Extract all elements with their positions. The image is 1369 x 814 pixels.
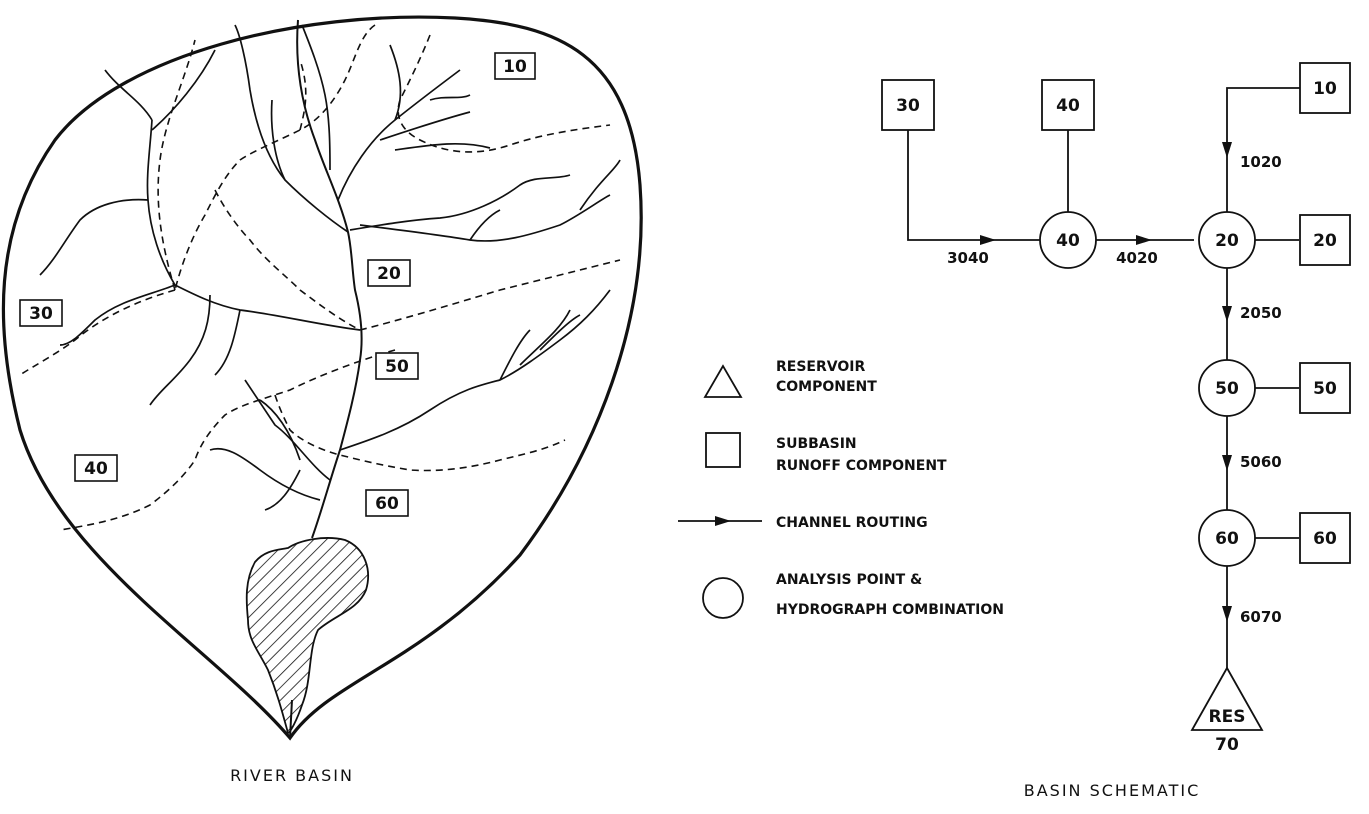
svg-text:70: 70 (1215, 735, 1239, 755)
map-label-40: 40 (74, 454, 118, 482)
svg-text:20: 20 (1313, 231, 1337, 251)
svg-text:10: 10 (1313, 79, 1337, 99)
svg-text:40: 40 (1056, 96, 1080, 116)
svg-text:60: 60 (375, 494, 399, 514)
schematic-subbasin-20: 20 (1299, 214, 1351, 266)
legend: RESERVOIR COMPONENT SUBBASIN RUNOFF COMP… (678, 359, 1004, 619)
subbasin-divides (19, 24, 621, 531)
legend-channel: CHANNEL ROUTING (678, 515, 928, 531)
svg-text:50: 50 (1215, 379, 1239, 399)
schematic-subbasin-60: 60 (1299, 512, 1351, 564)
route-label-4020: 4020 (1116, 249, 1158, 267)
svg-text:ANALYSIS POINT &: ANALYSIS POINT & (776, 572, 922, 588)
schematic-subbasin-40: 40 (1041, 79, 1095, 131)
route-label-2050: 2050 (1240, 304, 1282, 322)
schematic-analysis-point-40: 40 (1039, 211, 1097, 269)
svg-text:40: 40 (84, 459, 108, 479)
tributaries (39, 24, 621, 511)
svg-text:60: 60 (1313, 529, 1337, 549)
svg-text:SUBBASIN: SUBBASIN (776, 436, 857, 452)
schematic-analysis-point-20: 20 (1198, 211, 1256, 269)
schematic-subbasin-30: 30 (881, 79, 935, 131)
svg-text:20: 20 (377, 264, 401, 284)
svg-text:RES: RES (1209, 707, 1246, 727)
svg-text:20: 20 (1215, 231, 1239, 251)
route-label-6070: 6070 (1240, 608, 1282, 626)
river-basin-map: 10 20 30 40 50 60 RIVER BASIN (1, 15, 643, 785)
basin-schematic-caption: BASIN SCHEMATIC (1024, 781, 1201, 800)
river-basin-caption: RIVER BASIN (230, 766, 354, 785)
svg-text:50: 50 (385, 357, 409, 377)
legend-subbasin: SUBBASIN RUNOFF COMPONENT (705, 432, 947, 474)
legend-analysis: ANALYSIS POINT & HYDROGRAPH COMBINATION (702, 572, 1004, 619)
svg-text:10: 10 (503, 57, 527, 77)
map-label-30: 30 (19, 299, 63, 327)
route-label-1020: 1020 (1240, 153, 1282, 171)
route-label-3040: 3040 (947, 249, 989, 267)
legend-reservoir: RESERVOIR COMPONENT (703, 359, 877, 398)
schematic-analysis-point-60: 60 (1198, 509, 1256, 567)
svg-text:CHANNEL ROUTING: CHANNEL ROUTING (776, 515, 928, 531)
basin-schematic: 30 40 10 20 50 60 40 20 (881, 62, 1351, 800)
triangle-icon (703, 364, 743, 398)
svg-text:30: 30 (29, 304, 53, 324)
schematic-links (907, 87, 1300, 668)
route-arrows (980, 142, 1232, 622)
map-label-20: 20 (367, 259, 411, 287)
schematic-analysis-point-50: 50 (1198, 359, 1256, 417)
svg-text:60: 60 (1215, 529, 1239, 549)
route-label-5060: 5060 (1240, 453, 1282, 471)
svg-text:RESERVOIR: RESERVOIR (776, 359, 865, 375)
svg-text:HYDROGRAPH COMBINATION: HYDROGRAPH COMBINATION (776, 602, 1004, 618)
schematic-reservoir: RES 70 (1190, 666, 1264, 755)
schematic-subbasin-50: 50 (1299, 362, 1351, 414)
map-label-50: 50 (375, 352, 419, 380)
map-label-10: 10 (494, 52, 536, 80)
svg-text:50: 50 (1313, 379, 1337, 399)
circle-icon (702, 577, 744, 619)
main-channel (289, 19, 363, 739)
svg-text:RUNOFF COMPONENT: RUNOFF COMPONENT (776, 458, 947, 474)
map-label-60: 60 (365, 489, 409, 517)
square-icon (705, 432, 741, 468)
svg-text:40: 40 (1056, 231, 1080, 251)
reservoir-area (245, 537, 369, 734)
svg-text:30: 30 (896, 96, 920, 116)
svg-text:COMPONENT: COMPONENT (776, 379, 877, 395)
schematic-subbasin-10: 10 (1299, 62, 1351, 114)
basin-outline (1, 15, 643, 741)
